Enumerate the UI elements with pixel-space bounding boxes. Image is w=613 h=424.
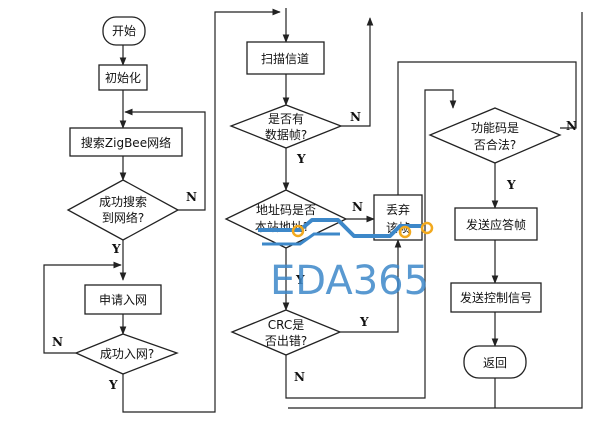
circuit-trace-2-icon <box>262 232 340 246</box>
addr-check-label-1: 地址码是否 <box>256 203 316 217</box>
func-legal-decision: 功能码是 否合法? <box>428 107 562 164</box>
search-network-node: 搜索ZigBee网络 <box>69 127 183 157</box>
send-ctrl-label: 发送控制信号 <box>460 290 532 305</box>
crc-decision: CRC是 否出错? <box>230 309 342 356</box>
frame-no-label: N <box>350 110 361 124</box>
edges-column-1 <box>43 8 281 413</box>
crc-label-2: 否出错? <box>265 334 307 348</box>
crc-label-1: CRC是 <box>268 318 305 332</box>
edges-column-2 <box>282 8 583 409</box>
crc-yes-label: Y <box>359 315 369 329</box>
has-frame-label-2: 数据帧? <box>265 127 307 142</box>
return-node: 返回 <box>463 345 527 379</box>
func-yes-label: Y <box>506 178 516 192</box>
apply-join-node: 申请入网 <box>84 284 162 315</box>
circuit-node-icon <box>291 224 305 238</box>
send-ack-node: 发送应答帧 <box>454 207 538 241</box>
apply-join-label: 申请入网 <box>99 293 147 307</box>
start-label: 开始 <box>112 24 136 38</box>
scan-channel-node: 扫描信道 <box>246 41 325 75</box>
init-node: 初始化 <box>98 64 148 91</box>
search-yes-label: Y <box>111 242 121 256</box>
circuit-node-icon <box>398 225 412 239</box>
eda365-watermark: EDA365 <box>258 218 434 304</box>
join-no-label: N <box>52 335 63 349</box>
discard-node: 丢弃 该帧 <box>373 194 423 241</box>
search-network-label: 搜索ZigBee网络 <box>81 135 171 150</box>
crc-no-label: N <box>294 370 305 384</box>
watermark-text: EDA365 <box>270 258 429 304</box>
has-frame-label-1: 是否有 <box>268 112 304 126</box>
return-label: 返回 <box>483 356 507 370</box>
scan-channel-label: 扫描信道 <box>261 52 309 66</box>
join-success-label: 成功入网? <box>100 347 154 361</box>
send-ack-label: 发送应答帧 <box>466 217 526 232</box>
join-yes-label: Y <box>108 378 118 392</box>
start-node: 开始 <box>102 16 146 46</box>
search-success-label-2: 到网络? <box>102 210 144 225</box>
circuit-node-icon <box>420 221 434 235</box>
func-legal-label-2: 否合法? <box>474 137 516 152</box>
search-no-label: N <box>186 190 197 204</box>
search-success-decision: 成功搜索 到网络? <box>66 179 180 241</box>
func-no-label: N <box>566 119 577 133</box>
join-success-decision: 成功入网? <box>74 333 179 375</box>
func-legal-label-1: 功能码是 <box>471 121 519 135</box>
init-label: 初始化 <box>105 71 141 85</box>
has-frame-decision: 是否有 数据帧? <box>229 104 343 149</box>
addr-yes-label: Y <box>295 273 305 287</box>
search-success-label-1: 成功搜索 <box>99 194 147 209</box>
send-ctrl-node: 发送控制信号 <box>450 282 542 313</box>
discard-label-1: 丢弃 <box>386 202 410 217</box>
frame-yes-label: Y <box>296 152 306 166</box>
addr-no-label: N <box>352 200 363 214</box>
